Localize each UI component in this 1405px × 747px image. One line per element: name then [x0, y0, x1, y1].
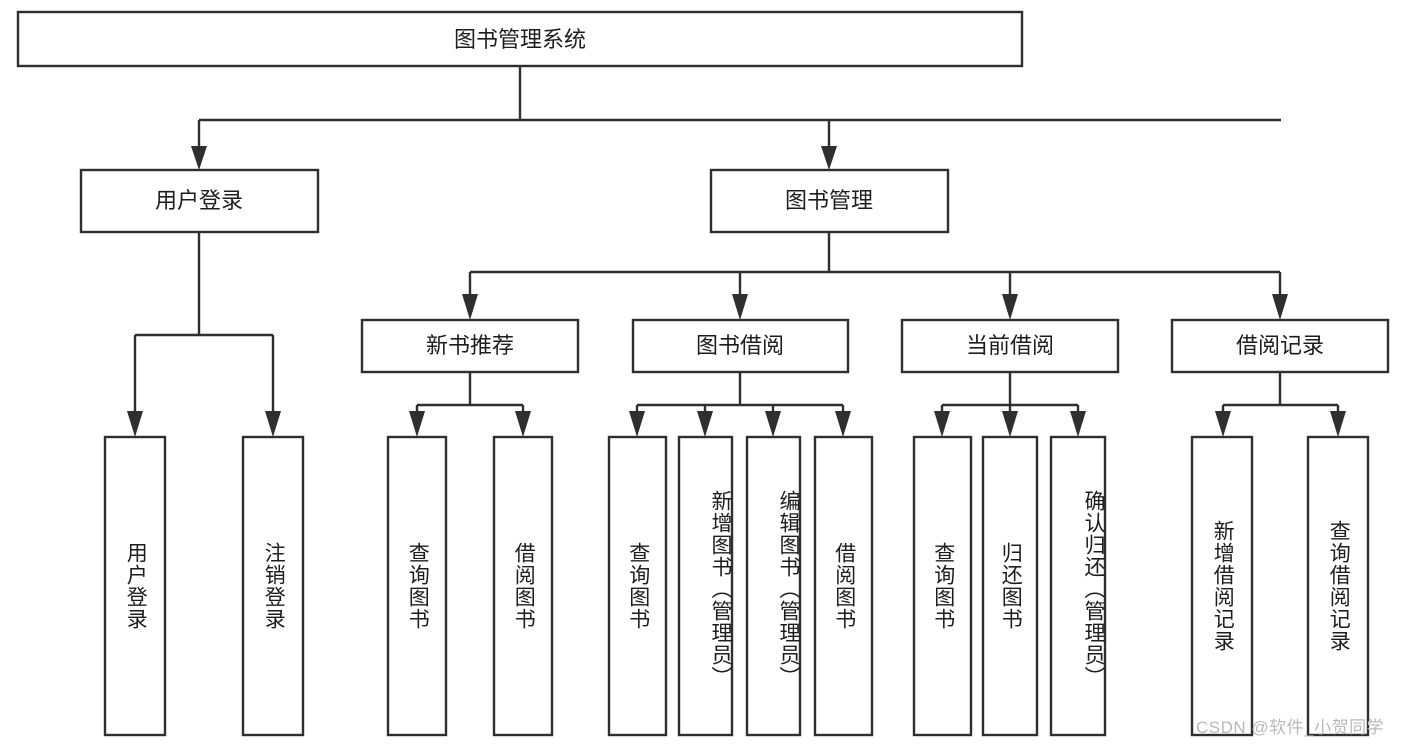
node-user-login-label: 用户登录: [155, 188, 243, 213]
arrow-to-new-book-recommend: [462, 294, 478, 320]
node-user-login[interactable]: 用户登录: [79, 168, 320, 234]
connector-bookborrow-to-leaves: [629, 372, 851, 437]
node-book-borrow[interactable]: 图书借阅: [631, 318, 850, 374]
node-current-borrow-box: [900, 318, 1120, 374]
connector-bookmgmt-to-level3: [462, 232, 1288, 320]
connector-currentborrow-to-leaves: [934, 372, 1086, 437]
arrow-to-leaf-logout-login: [265, 411, 281, 437]
leaf-box-query-book-1[interactable]: [386, 435, 448, 737]
arrow-to-leaf-query-book-3: [934, 411, 950, 437]
csdn-watermark: CSDN @软件_小贺同学: [1196, 718, 1385, 737]
leaf-box-user-login[interactable]: [103, 435, 167, 737]
leaf-box-add-record[interactable]: [1190, 435, 1254, 737]
leaf-box-return-book[interactable]: [981, 435, 1039, 737]
leaf-box-borrow-book-2[interactable]: [813, 435, 874, 737]
node-current-borrow[interactable]: 当前借阅: [900, 318, 1120, 374]
arrow-to-leaf-confirm-return: [1070, 411, 1086, 437]
arrow-to-borrow-record: [1272, 294, 1288, 320]
arrow-to-book-management: [821, 146, 837, 170]
leaf-box-confirm-return[interactable]: [1049, 435, 1107, 737]
connector-userlogin-to-leaves: [127, 232, 281, 437]
arrow-to-leaf-borrow-book-1: [515, 411, 531, 437]
leaf-box-edit-book[interactable]: [745, 435, 802, 737]
node-new-book-recommend-box: [360, 318, 580, 374]
arrow-to-leaf-query-book-2: [629, 411, 645, 437]
arrow-to-leaf-edit-book: [765, 411, 781, 437]
node-root-box: [16, 10, 1024, 68]
node-borrow-record[interactable]: 借阅记录: [1170, 318, 1390, 374]
arrow-to-leaf-user-login: [127, 411, 143, 437]
node-borrow-record-label: 借阅记录: [1236, 333, 1324, 358]
connector-newbook-to-leaves: [409, 372, 531, 437]
node-user-login-box: [79, 168, 320, 234]
arrow-to-leaf-add-record: [1215, 411, 1231, 437]
arrow-to-book-borrow: [732, 294, 748, 320]
leaf-box-logout-login[interactable]: [241, 435, 305, 737]
node-new-book-recommend-label: 新书推荐: [426, 333, 514, 358]
node-root-label: 图书管理系统: [454, 27, 586, 52]
arrow-to-user-login: [191, 146, 207, 170]
arrow-to-leaf-return-book: [1002, 411, 1018, 437]
node-root[interactable]: 图书管理系统: [16, 10, 1024, 68]
node-book-management[interactable]: 图书管理: [709, 168, 950, 234]
arrow-to-leaf-add-book: [697, 411, 713, 437]
arrow-to-current-borrow: [1002, 294, 1018, 320]
leaf-box-query-book-2[interactable]: [607, 435, 668, 737]
connector-borrowrecord-to-leaves: [1215, 372, 1346, 437]
leaf-box-query-record[interactable]: [1306, 435, 1370, 737]
arrow-to-leaf-borrow-book-2: [835, 411, 851, 437]
node-new-book-recommend[interactable]: 新书推荐: [360, 318, 580, 374]
node-book-management-label: 图书管理: [785, 188, 873, 213]
leaf-box-add-book[interactable]: [677, 435, 734, 737]
connector-root-to-level2: [191, 66, 1281, 170]
leaf-box-query-book-3[interactable]: [912, 435, 973, 737]
node-book-borrow-label: 图书借阅: [696, 333, 784, 358]
node-current-borrow-label: 当前借阅: [966, 333, 1054, 358]
arrow-to-leaf-query-book-1: [409, 411, 425, 437]
leaf-box-borrow-book-1[interactable]: [492, 435, 554, 737]
arrow-to-leaf-query-record: [1330, 411, 1346, 437]
